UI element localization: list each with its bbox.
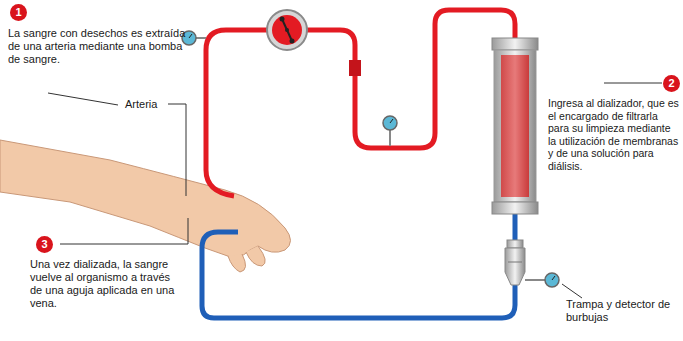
line-clamp <box>349 60 361 76</box>
step-description: Una vez dializada, la sangre vuelve al o… <box>30 258 180 310</box>
callout-number: 2 <box>663 75 680 92</box>
blood-pump <box>267 10 307 50</box>
venous-line <box>202 210 515 318</box>
part-label: Arteria <box>125 98 157 111</box>
arm <box>0 140 291 272</box>
step-description: La sangre con desechos es extraída de un… <box>8 27 188 66</box>
part-label: Trampa y detector de burbujas <box>566 298 676 324</box>
step-description: Ingresa al dializador, que es el encarga… <box>548 97 680 172</box>
pressure-gauges <box>182 31 559 287</box>
dialyzer <box>492 38 538 214</box>
callout-number: 3 <box>36 236 53 253</box>
callout-number: 1 <box>10 4 27 21</box>
bubble-trap <box>505 240 525 285</box>
arterial-line <box>206 10 515 196</box>
